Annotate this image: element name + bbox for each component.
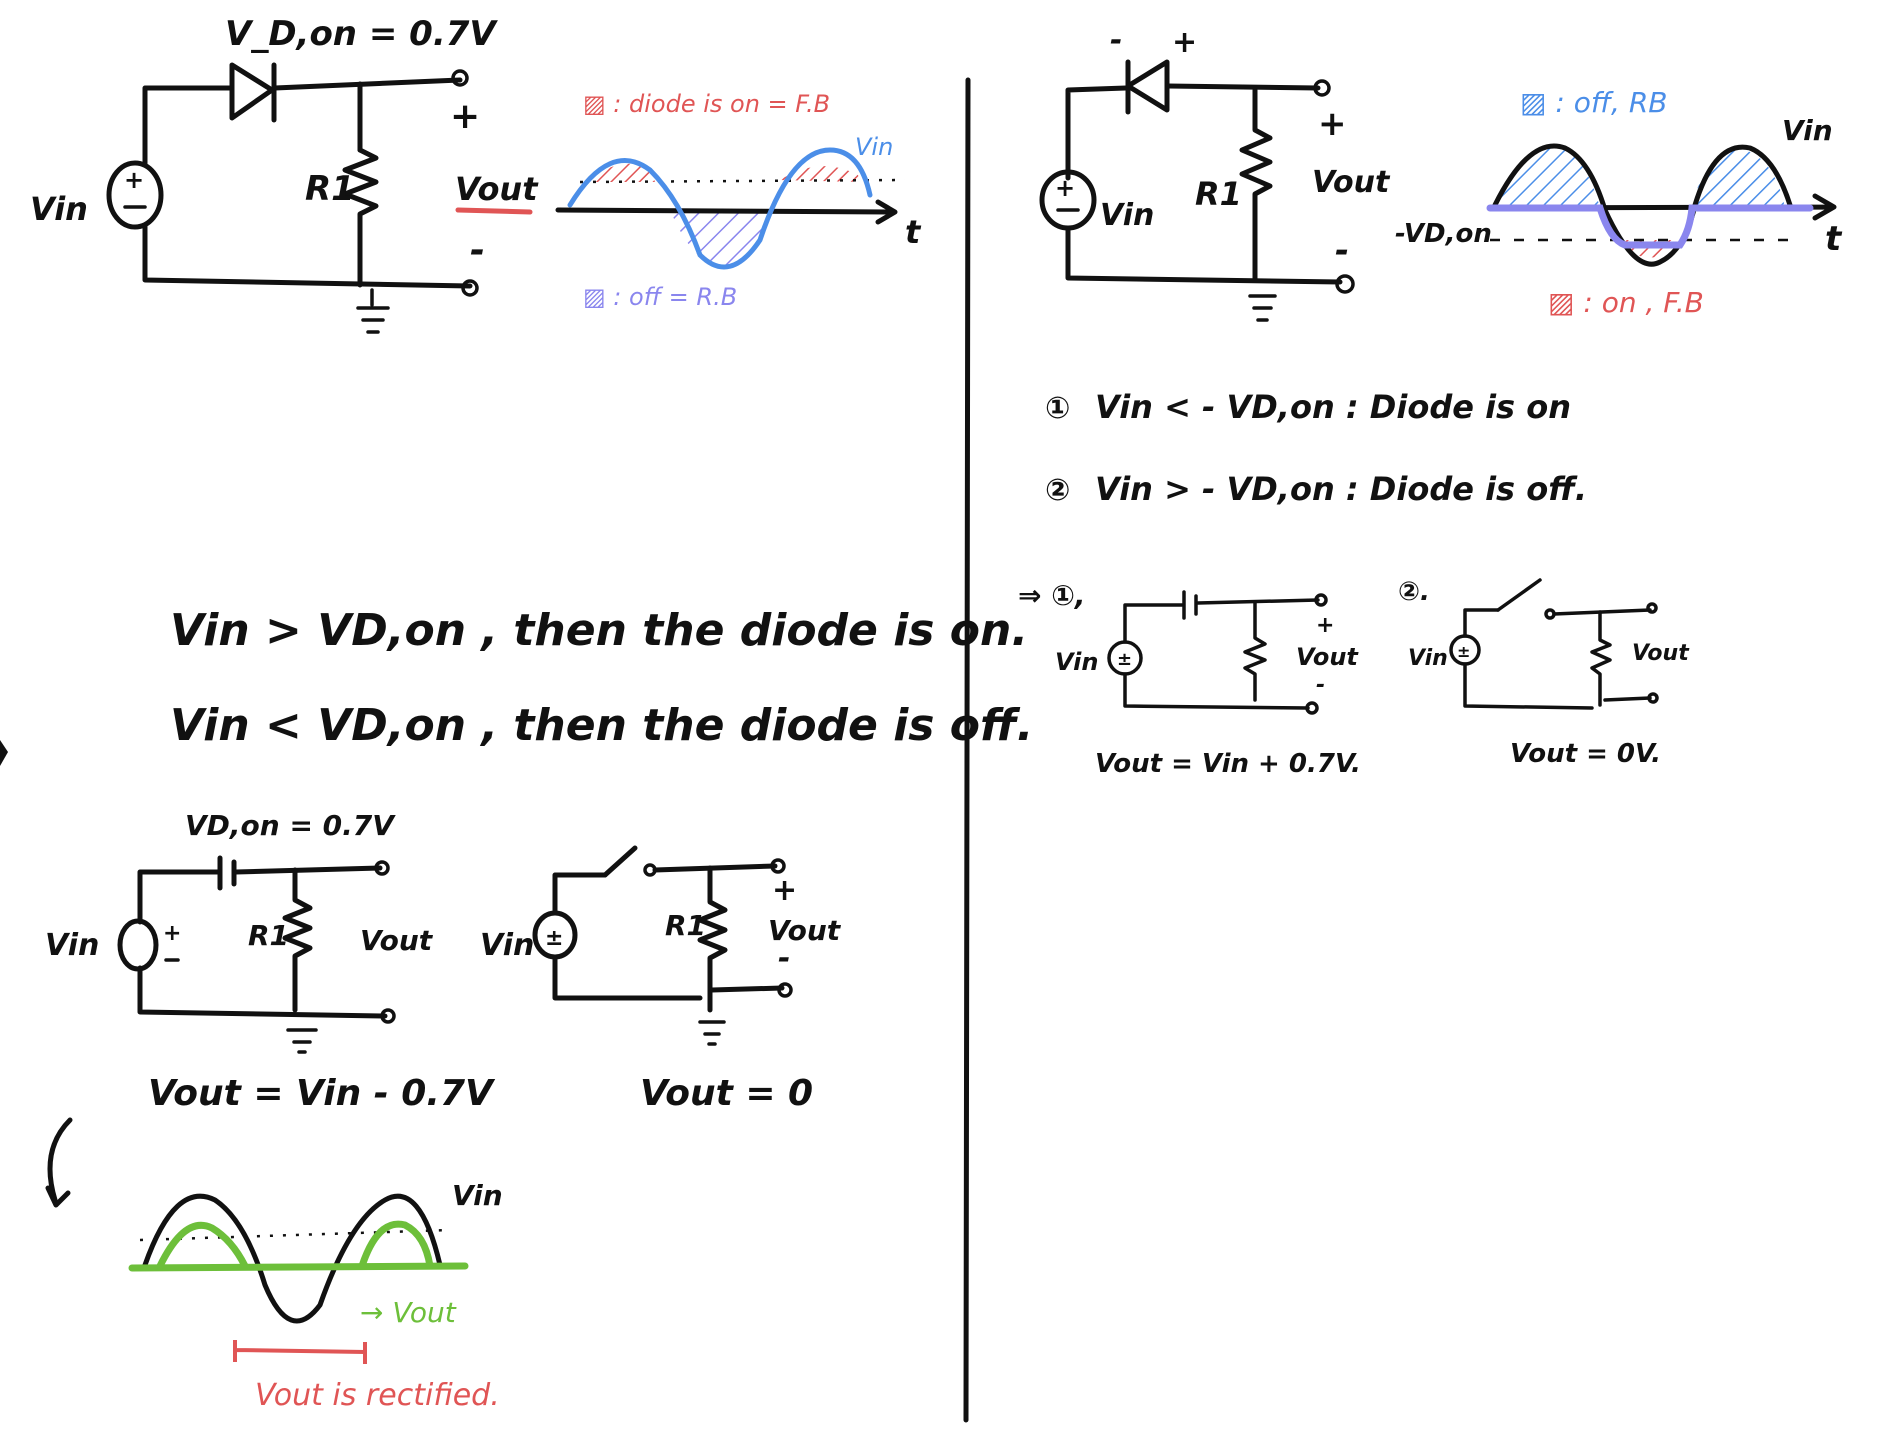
case-2-label: ②. xyxy=(1398,577,1430,607)
bottom-vout-label: → Vout xyxy=(360,1296,457,1329)
off-vin-label: Vin xyxy=(480,928,534,963)
case-2-vout: Vout xyxy=(1632,641,1690,666)
case-2-circuit: ②. Vin ± Vout Vout = 0V. xyxy=(1398,577,1690,769)
rectified-note: Vout is rectified. xyxy=(255,1378,500,1413)
right-top-waveform: ▨ : off, RB ▨ : on , F.B Vin -VD,on t xyxy=(1395,86,1843,319)
out-minus: - xyxy=(470,230,485,271)
rectified-span xyxy=(233,1340,367,1364)
vdon-label: V_D,on = 0.7V xyxy=(225,14,498,54)
off-r1-label: R1 xyxy=(665,909,706,942)
bottom-vin-label: Vin xyxy=(452,1179,503,1212)
svg-text:+: + xyxy=(124,166,144,194)
left-top-waveform: ▨ : diode is on = F.B ▨ : off = R.B Vin … xyxy=(555,90,922,311)
case-1-circuit: ⇒ ①, Vin ± + Vout - Vout = Vin + 0.7V. xyxy=(1018,579,1361,779)
battery-symbol xyxy=(217,855,237,891)
vin-sine-black xyxy=(142,1193,443,1324)
right-top-circuit: - + + Vin R1 + Vout - xyxy=(1039,23,1391,322)
r-vout-label: Vout xyxy=(1312,165,1391,200)
time-axis-bottom xyxy=(128,1262,469,1272)
case-1-label: ⇒ ①, xyxy=(1018,579,1086,612)
off-region xyxy=(670,210,770,266)
edge-mark xyxy=(0,740,8,766)
r-t-label: t xyxy=(1825,219,1843,259)
vin-sine xyxy=(567,147,873,270)
on-vout-label: Vout xyxy=(360,924,434,957)
r-out-plus: + xyxy=(1318,104,1347,144)
off-minus: - xyxy=(778,941,790,976)
r-legend-on: ▨ : on , F.B xyxy=(1548,286,1704,319)
svg-text:+: + xyxy=(1055,174,1075,202)
r-vout-wave xyxy=(1486,204,1814,249)
case-1-minus: - xyxy=(1316,673,1325,698)
on-vin-label: Vin xyxy=(45,928,99,963)
vin-label: Vin xyxy=(30,190,88,228)
on-r1-label: R1 xyxy=(248,919,289,952)
voltage-source: + xyxy=(106,160,164,230)
svg-text:Vin < - VD,on : Diode is on: Vin < - VD,on : Diode is on xyxy=(1095,388,1571,426)
left-top-circuit: V_D,on = 0.7V + Vin R1 + Vout xyxy=(30,14,539,334)
svg-text:±: ± xyxy=(1457,642,1470,661)
diode-minus: - xyxy=(1110,23,1122,58)
on-region-1 xyxy=(585,163,655,182)
off-model-circuit: Vin ± R1 + Vout - Vout = 0 xyxy=(480,845,842,1114)
resistor-symbol xyxy=(342,147,379,288)
case-1-equation: Vout = Vin + 0.7V. xyxy=(1095,749,1361,779)
svg-text:±: ± xyxy=(1117,649,1132,670)
rule-2: Vin < VD,on , then the diode is off. xyxy=(170,700,1033,751)
legend-off: ▨ : off = R.B xyxy=(583,283,737,311)
ground-symbol xyxy=(356,288,390,334)
case-2-vin: Vin xyxy=(1408,646,1448,671)
svg-text:Vin > - VD,on : Diode is off: Vin > - VD,on : Diode is off. xyxy=(1095,470,1587,508)
r-r1-label: R1 xyxy=(1195,175,1242,213)
case-1-vin: Vin xyxy=(1055,648,1098,676)
case-1-vout: Vout xyxy=(1296,643,1359,671)
svg-text:②: ② xyxy=(1045,473,1070,508)
case-1-plus: + xyxy=(1316,613,1334,638)
svg-text:+: + xyxy=(163,921,181,946)
switch-symbol xyxy=(602,845,657,878)
off-plus: + xyxy=(772,873,797,908)
off-region-1 xyxy=(1495,145,1600,208)
case-2-equation: Vout = 0V. xyxy=(1510,739,1661,769)
svg-text:±: ± xyxy=(545,926,563,951)
legend-on: ▨ : diode is on = F.B xyxy=(583,90,830,118)
off-vout-label: Vout xyxy=(768,914,842,947)
diode-symbol xyxy=(229,62,277,123)
r-out-minus: - xyxy=(1335,231,1349,271)
reversed-diode-symbol xyxy=(1125,59,1170,115)
out-plus: + xyxy=(450,96,480,137)
r-vin-label: Vin xyxy=(1100,198,1154,233)
r-vin-wave-label: Vin xyxy=(1782,114,1833,147)
t-label: t xyxy=(905,213,922,251)
page-divider xyxy=(963,77,971,1423)
vout-label: Vout xyxy=(455,170,539,208)
on-vdon-label: VD,on = 0.7V xyxy=(185,809,396,842)
curl-arrow xyxy=(45,1117,73,1208)
r1-label: R1 xyxy=(305,169,355,209)
r-vin-sine xyxy=(1492,143,1793,267)
on-region-2 xyxy=(780,166,860,182)
svg-text:①: ① xyxy=(1045,391,1070,426)
on-equation: Vout = Vin - 0.7V xyxy=(148,1073,496,1114)
left-bottom-waveform: Vin → Vout Vout is rectified. xyxy=(45,1117,503,1413)
vin-wave-label: Vin xyxy=(855,133,893,161)
diode-plus: + xyxy=(1172,25,1197,60)
off-equation: Vout = 0 xyxy=(640,1073,813,1114)
condition-1: ① Vin < - VD,on : Diode is on xyxy=(1045,388,1571,426)
condition-2: ② Vin > - VD,on : Diode is off. xyxy=(1045,470,1587,508)
conditions-list: ① Vin < - VD,on : Diode is on ② Vin > - … xyxy=(1045,388,1587,508)
vout-rectified xyxy=(156,1220,434,1270)
r-legend-off: ▨ : off, RB xyxy=(1520,86,1668,119)
neg-vdon-label: -VD,on xyxy=(1395,219,1492,249)
rule-1: Vin > VD,on , then the diode is on. xyxy=(170,605,1028,656)
time-axis xyxy=(555,199,898,225)
on-model-circuit: VD,on = 0.7V Vin + R1 Vout Vout = Vin - … xyxy=(45,809,496,1114)
